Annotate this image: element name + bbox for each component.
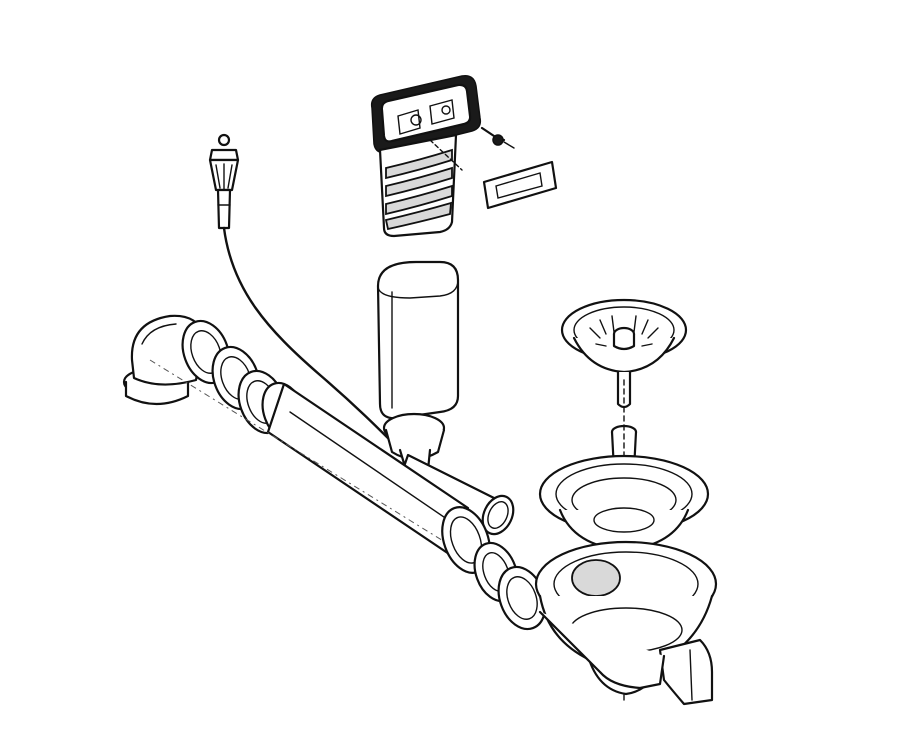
overflow-cover-frame [370, 74, 482, 154]
outlet-elbow [538, 610, 714, 706]
overflow-cap [482, 160, 558, 210]
overflow-tube [376, 260, 460, 420]
popup-control-knob [208, 133, 240, 230]
overflow-grille-insert [378, 133, 458, 238]
control-cable [222, 226, 402, 452]
overflow-screw [429, 126, 515, 171]
sink-flange [538, 454, 710, 552]
pipe-coupling-nut-right [441, 506, 547, 631]
strainer-basket [560, 298, 688, 409]
